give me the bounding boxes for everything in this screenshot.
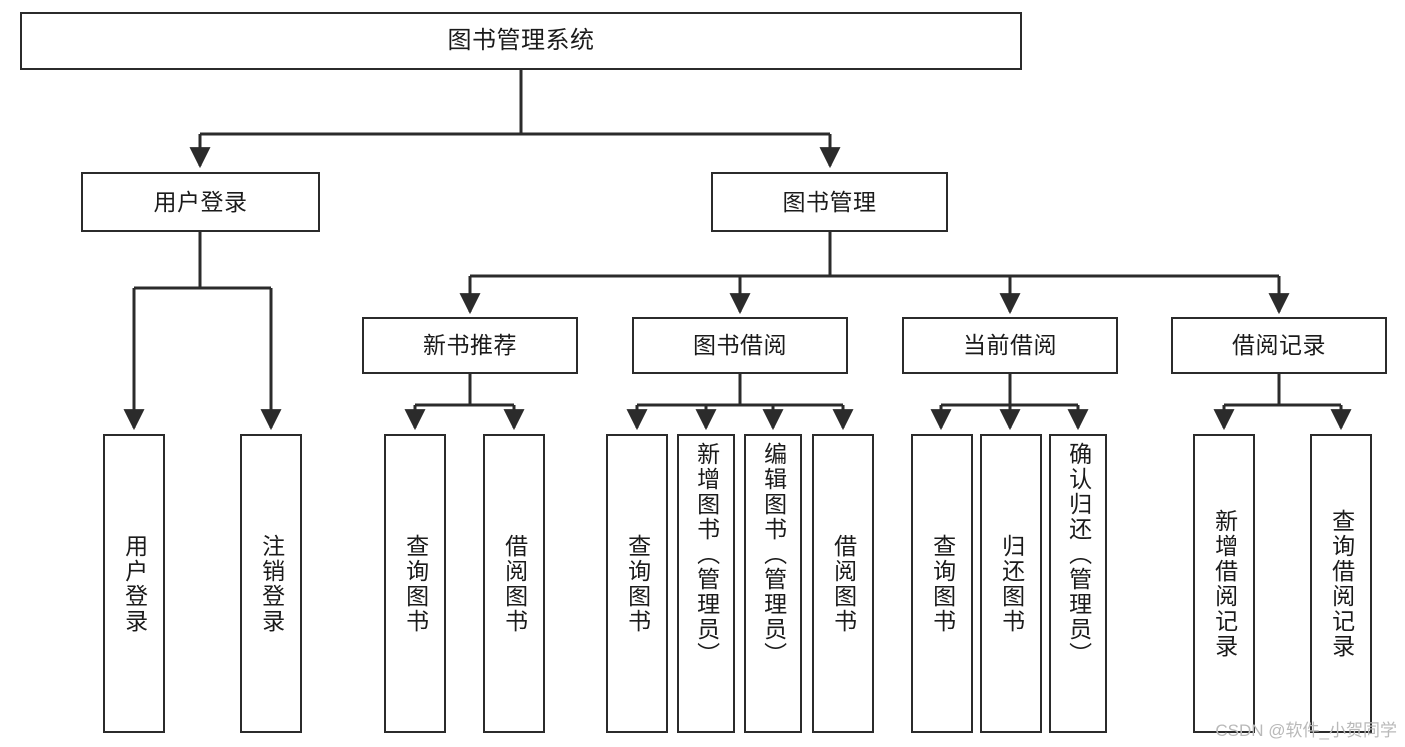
node-label: 图书管理系统 bbox=[447, 27, 595, 55]
leaf-add-book-admin[interactable]: 新增图书（管理员） bbox=[677, 434, 735, 733]
node-label: 借阅图书 bbox=[501, 533, 528, 634]
leaf-query-book-borrow[interactable]: 查询图书 bbox=[606, 434, 668, 733]
leaf-logout-login[interactable]: 注销登录 bbox=[240, 434, 302, 733]
node-label: 确认归还（管理员） bbox=[1065, 442, 1092, 667]
leaf-query-book-recommend[interactable]: 查询图书 bbox=[384, 434, 446, 733]
node-root-system[interactable]: 图书管理系统 bbox=[20, 12, 1022, 70]
leaf-query-book-current[interactable]: 查询图书 bbox=[911, 434, 973, 733]
node-borrow-record[interactable]: 借阅记录 bbox=[1171, 317, 1387, 374]
leaf-borrow-book-borrow[interactable]: 借阅图书 bbox=[812, 434, 874, 733]
node-label: 新书推荐 bbox=[423, 332, 517, 359]
node-label: 查询图书 bbox=[402, 533, 429, 634]
node-label: 归还图书 bbox=[998, 533, 1025, 634]
node-current-borrow[interactable]: 当前借阅 bbox=[902, 317, 1118, 374]
node-label: 图书管理 bbox=[782, 188, 877, 215]
node-label: 用户登录 bbox=[153, 188, 248, 215]
leaf-borrow-book-recommend[interactable]: 借阅图书 bbox=[483, 434, 545, 733]
leaf-user-login[interactable]: 用户登录 bbox=[103, 434, 165, 733]
node-label: 注销登录 bbox=[258, 533, 285, 634]
leaf-edit-book-admin[interactable]: 编辑图书（管理员） bbox=[744, 434, 802, 733]
leaf-return-book[interactable]: 归还图书 bbox=[980, 434, 1042, 733]
node-book-borrow[interactable]: 图书借阅 bbox=[632, 317, 848, 374]
node-label: 查询借阅记录 bbox=[1328, 508, 1355, 659]
node-label: 图书借阅 bbox=[693, 332, 787, 359]
node-book-manage[interactable]: 图书管理 bbox=[711, 172, 948, 232]
node-label: 借阅图书 bbox=[830, 533, 857, 634]
node-label: 查询图书 bbox=[929, 533, 956, 634]
node-label: 查询图书 bbox=[624, 533, 651, 634]
watermark-text: CSDN @软件_小贺同学 bbox=[1215, 721, 1397, 740]
node-label: 借阅记录 bbox=[1232, 332, 1326, 359]
node-label: 新增图书（管理员） bbox=[693, 442, 720, 667]
leaf-confirm-return-admin[interactable]: 确认归还（管理员） bbox=[1049, 434, 1107, 733]
node-label: 编辑图书（管理员） bbox=[760, 442, 787, 667]
node-user-login[interactable]: 用户登录 bbox=[81, 172, 320, 232]
node-label: 新增借阅记录 bbox=[1211, 508, 1238, 659]
leaf-query-borrow-record[interactable]: 查询借阅记录 bbox=[1310, 434, 1372, 733]
node-label: 当前借阅 bbox=[963, 332, 1057, 359]
leaf-add-borrow-record[interactable]: 新增借阅记录 bbox=[1193, 434, 1255, 733]
node-new-book-recommend[interactable]: 新书推荐 bbox=[362, 317, 578, 374]
node-label: 用户登录 bbox=[121, 533, 148, 634]
